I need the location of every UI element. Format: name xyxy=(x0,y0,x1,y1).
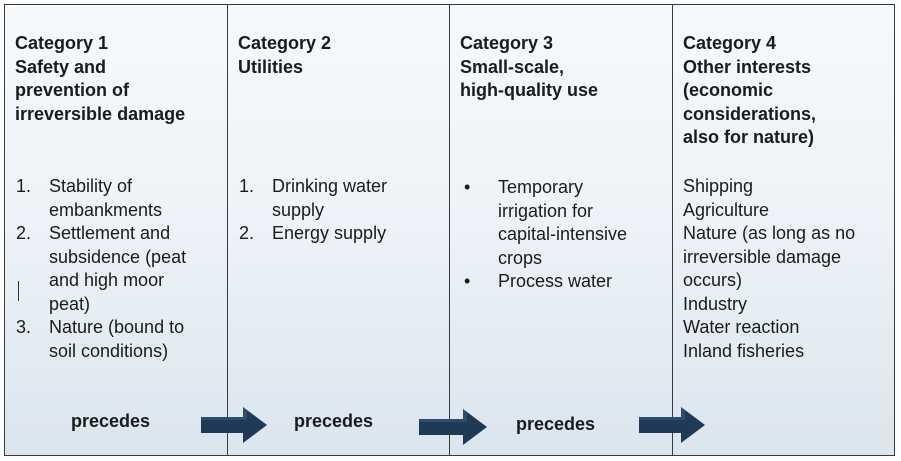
column-category-4: Category 4 Other interests (economic con… xyxy=(672,5,894,455)
list-item: 1. Drinking water supply xyxy=(238,175,443,222)
category-2-list: 1. Drinking water supply 2. Energy suppl… xyxy=(238,175,443,246)
column-category-2: Category 2 Utilities 1. Drinking water s… xyxy=(227,5,449,455)
item-line: embankments xyxy=(49,199,163,220)
category-4-list: Shipping Agriculture Nature (as long as … xyxy=(683,175,888,363)
item-line: crops xyxy=(498,247,543,268)
item-line: peat) xyxy=(49,293,91,314)
list-item: 1. Stability of embankments xyxy=(15,175,220,222)
category-3-heading: Category 3 Small-scale, high-quality use xyxy=(460,32,665,103)
heading-line: Category 4 xyxy=(683,33,777,53)
list-item: Water reaction xyxy=(683,317,800,337)
item-line: Settlement and xyxy=(49,223,171,243)
precedes-label: precedes xyxy=(516,414,596,434)
column-category-3: Category 3 Small-scale, high-quality use… xyxy=(449,5,672,455)
list-marker: 3. xyxy=(16,317,32,337)
heading-line: Small-scale, xyxy=(460,56,565,77)
list-item: 3. Nature (bound to soil conditions) xyxy=(15,316,220,363)
precedes-label: precedes xyxy=(294,411,374,431)
list-item: • Temporary irrigation for capital-inten… xyxy=(460,176,665,270)
item-line: soil conditions) xyxy=(49,340,169,361)
item-line: capital-intensive xyxy=(498,224,628,244)
category-diagram: Category 1 Safety and prevention of irre… xyxy=(4,4,895,456)
category-3-list: • Temporary irrigation for capital-inten… xyxy=(460,176,665,294)
item-line: Nature (as long as no xyxy=(683,223,856,243)
item-line: Stability of xyxy=(49,176,133,196)
category-1-list: 1. Stability of embankments 2. Settlemen… xyxy=(15,175,220,363)
category-2-heading: Category 2 Utilities xyxy=(238,32,443,79)
list-item: Shipping xyxy=(683,176,754,196)
list-marker: 1. xyxy=(16,176,32,196)
list-item: Industry xyxy=(683,293,748,314)
right-arrow-icon xyxy=(201,407,267,443)
item-line: irreversible damage xyxy=(683,246,842,267)
heading-line: Category 2 xyxy=(238,33,332,53)
list-marker: 2. xyxy=(239,223,255,243)
heading-line: irreversible damage xyxy=(15,103,186,124)
heading-line: Other interests xyxy=(683,56,812,77)
right-arrow-icon xyxy=(419,409,487,445)
heading-line: (economic xyxy=(683,80,774,100)
list-item: 2. Energy supply xyxy=(238,222,443,246)
item-line: Temporary xyxy=(498,177,584,197)
category-4-heading: Category 4 Other interests (economic con… xyxy=(683,32,888,150)
bullet-marker: • xyxy=(464,177,471,197)
heading-line: Category 1 xyxy=(15,33,109,53)
list-item: 2. Settlement and subsidence (peat and h… xyxy=(15,222,220,316)
list-item: Agriculture xyxy=(683,199,770,220)
item-line: Drinking water xyxy=(272,176,388,196)
list-item: Inland fisheries xyxy=(683,340,805,361)
bullet-marker: • xyxy=(464,271,471,291)
heading-line: Category 3 xyxy=(460,33,554,53)
item-line: occurs) xyxy=(683,270,743,290)
item-line: Nature (bound to xyxy=(49,317,185,337)
list-marker: 2. xyxy=(16,223,32,243)
list-item: Nature (as long as no irreversible damag… xyxy=(683,222,888,293)
heading-line: prevention of xyxy=(15,80,130,100)
item-line: Energy supply xyxy=(272,223,387,243)
list-marker: 1. xyxy=(239,176,255,196)
heading-line: high-quality use xyxy=(460,80,599,100)
item-line: and high moor xyxy=(49,270,165,290)
item-line: irrigation for xyxy=(498,200,594,221)
item-line: subsidence (peat xyxy=(49,246,187,267)
heading-line: Safety and xyxy=(15,56,107,77)
text-cursor xyxy=(18,281,19,301)
item-line: Process water xyxy=(498,271,613,291)
category-1-heading: Category 1 Safety and prevention of irre… xyxy=(15,32,220,126)
heading-line: considerations, xyxy=(683,103,817,124)
heading-line: also for nature) xyxy=(683,127,815,147)
precedes-label: precedes xyxy=(71,411,151,431)
item-line: supply xyxy=(272,199,325,220)
right-arrow-icon xyxy=(639,407,705,443)
column-category-1: Category 1 Safety and prevention of irre… xyxy=(5,5,227,455)
heading-line: Utilities xyxy=(238,56,304,77)
list-item: • Process water xyxy=(460,270,665,294)
